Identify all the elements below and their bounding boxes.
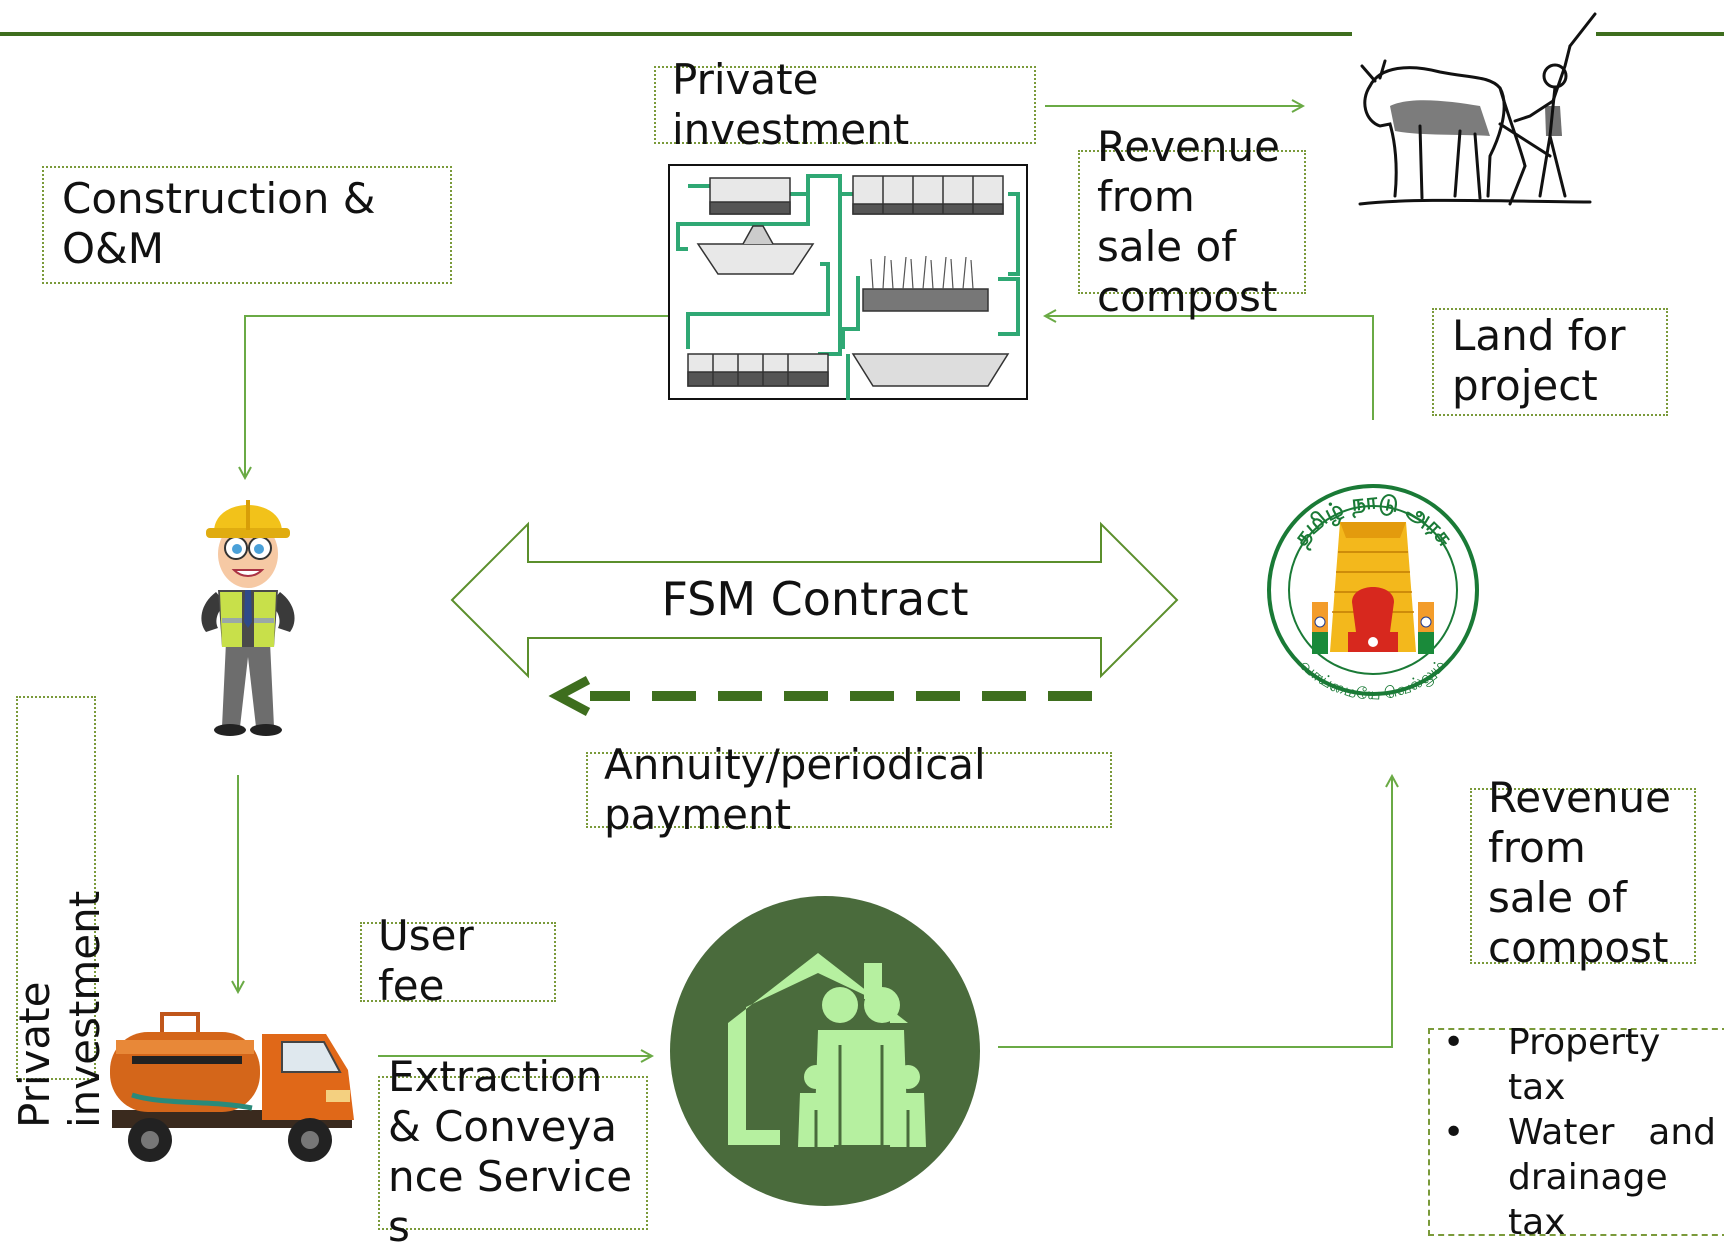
fsm-contract-label: FSM Contract bbox=[661, 572, 969, 626]
land-for-project-label: Land for project bbox=[1452, 311, 1626, 410]
arrow-plant-to-worker bbox=[245, 315, 668, 478]
extraction-services-label: Extraction & Conveyance Services bbox=[388, 1052, 633, 1251]
household-family-icon bbox=[670, 896, 980, 1206]
treatment-plant-schematic bbox=[668, 164, 1028, 400]
top-rule-left bbox=[0, 32, 1352, 36]
tax-list-item: Water and drainage tax bbox=[1428, 1110, 1716, 1245]
farmer-ploughing-icon bbox=[1358, 12, 1597, 206]
private-investment-top-label: Private investment bbox=[672, 55, 910, 154]
revenue-compost-top-label: Revenue from sale of compost bbox=[1097, 122, 1280, 321]
private-investment-left-label: Private investment bbox=[10, 890, 109, 1128]
septic-tanker-truck-icon bbox=[110, 1012, 354, 1162]
land-for-project-box bbox=[1432, 308, 1668, 416]
tax-list: Property tax Water and drainage tax bbox=[1428, 1020, 1723, 1245]
user-fee-box bbox=[360, 922, 556, 1002]
arrow-government-to-plant bbox=[1045, 316, 1374, 420]
user-fee-label: User fee bbox=[378, 911, 474, 1010]
construction-worker-icon bbox=[201, 500, 295, 736]
annuity-payment-box bbox=[586, 752, 1112, 828]
fsm-double-arrow bbox=[450, 521, 1179, 679]
revenue-compost-top-box bbox=[1078, 150, 1306, 294]
tamil-nadu-emblem-icon: தமிழ் நாடு அரசு வாய்மையே வெல்லும் bbox=[1267, 484, 1479, 704]
extraction-services-box bbox=[378, 1076, 648, 1230]
tax-list-item: Property tax bbox=[1428, 1020, 1660, 1110]
private-investment-left-box bbox=[16, 696, 96, 1080]
revenue-compost-right-box bbox=[1470, 788, 1696, 964]
annuity-arrowhead bbox=[548, 676, 591, 716]
top-rule-right bbox=[1596, 32, 1724, 36]
annuity-payment-label: Annuity/periodical payment bbox=[604, 740, 986, 839]
construction-om-box bbox=[42, 166, 452, 284]
construction-om-label: Construction & O&M bbox=[62, 174, 376, 273]
revenue-compost-right-label: Revenue from sale of compost bbox=[1488, 773, 1671, 972]
arrow-household-to-government bbox=[998, 776, 1392, 1048]
private-investment-top-box bbox=[654, 66, 1036, 144]
